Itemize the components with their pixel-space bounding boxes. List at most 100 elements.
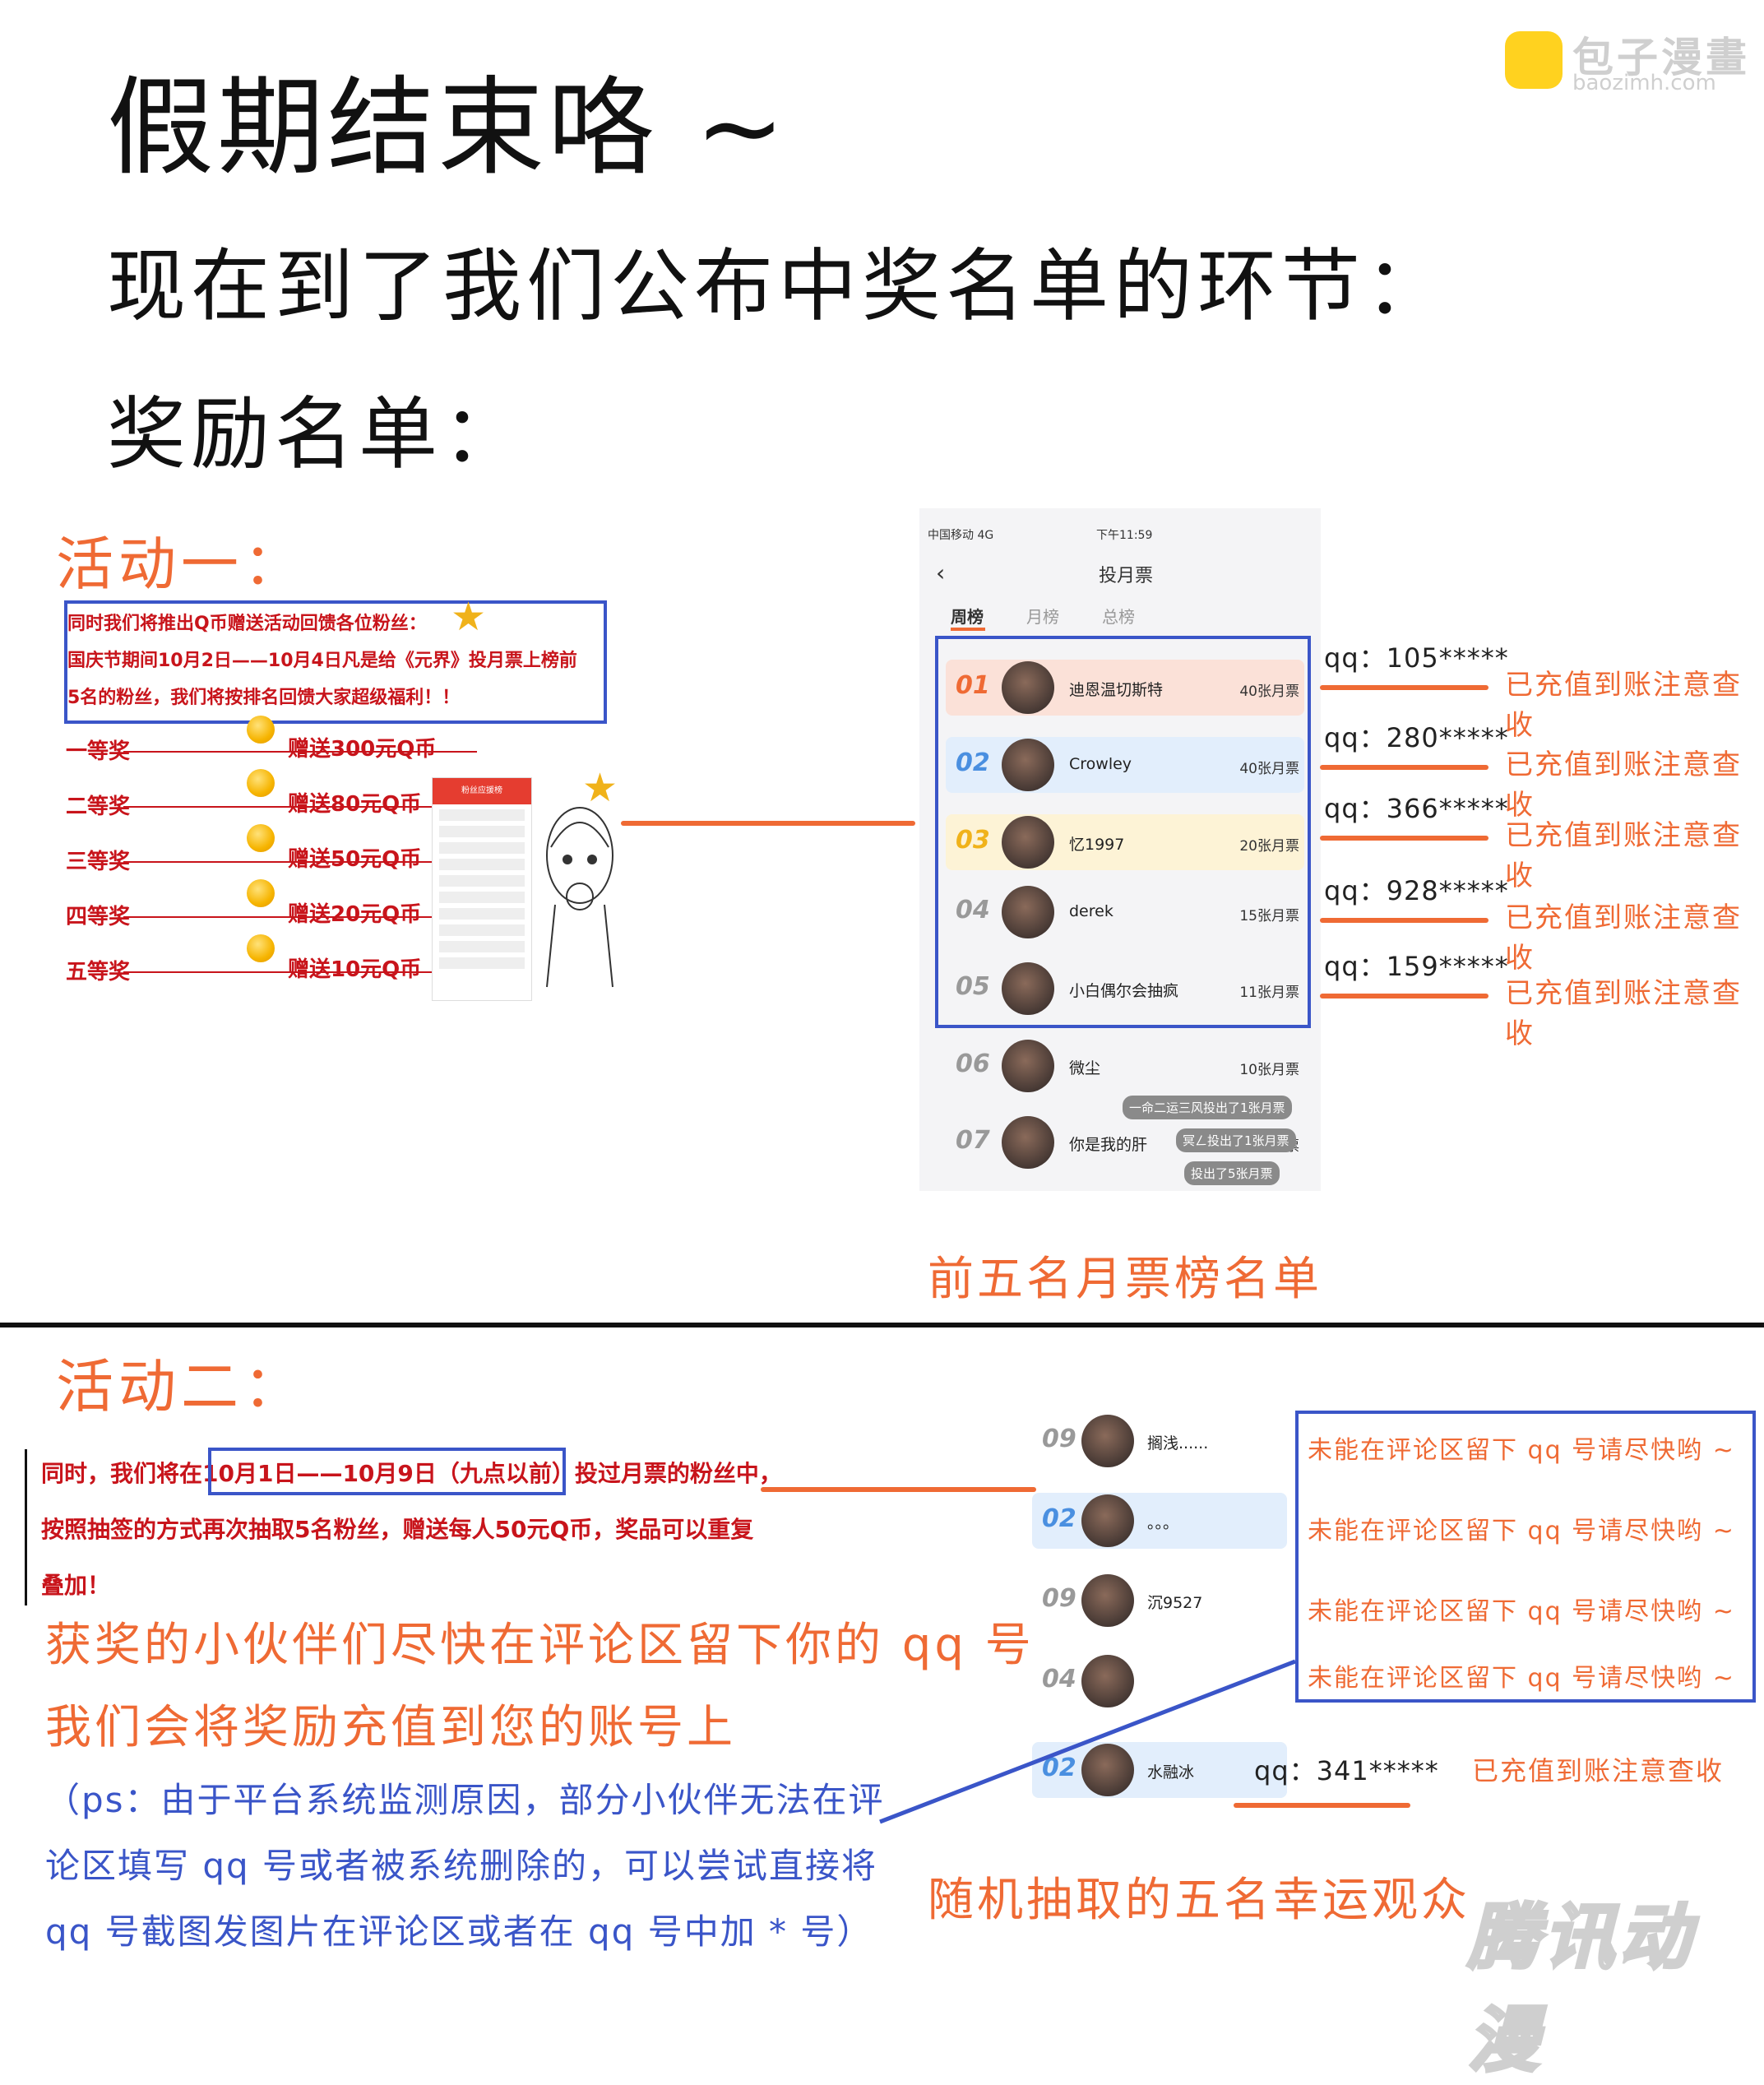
rank-tickets: 11张月票 (1239, 985, 1299, 1001)
tab-week[interactable]: 周榜 (951, 607, 984, 627)
lottery-row[interactable]: 04 (1032, 1653, 1287, 1709)
carrier: 中国移动 4G (928, 529, 994, 542)
logo-name: 包子漫畫 (1572, 34, 1750, 81)
prize-row: 四等奖 (66, 900, 477, 933)
logo-site: baozimh.com (1572, 71, 1716, 95)
heading-line3: 奖励名单： (107, 388, 526, 480)
rank-tickets: 10张月票 (1239, 1062, 1299, 1078)
avatar (1002, 962, 1054, 1015)
rank-name: 水融冰 (1147, 1763, 1195, 1782)
underline (1320, 918, 1489, 923)
prize-rank: 一等奖 (66, 739, 131, 764)
underline (1234, 1803, 1410, 1808)
rank-name: 迪恩温切斯特 (1069, 681, 1164, 699)
rank-row[interactable]: 05 小白偶尔会抽疯 11张月票 (946, 961, 1304, 1017)
pending-box (1295, 1411, 1756, 1703)
avatar (1002, 739, 1054, 791)
ps-line: （ps：由于平台系统监测原因，部分小伙伴无法在评 (45, 1780, 885, 1820)
rank-name: 你是我的肝 (1069, 1136, 1148, 1154)
lottery-row[interactable]: 09 沉9527 (1032, 1573, 1287, 1629)
rank-row[interactable]: 04 derek 15张月票 (946, 884, 1304, 940)
watermark: 腾讯动漫 (1466, 1895, 1695, 2083)
activity2-red-line: 同时，我们将在10月1日——10月9日（九点以前）投过月票的粉丝中， (41, 1460, 782, 1487)
rank-name: 小白偶尔会抽疯 (1069, 982, 1179, 1000)
winner-note: 已充值到账注意查收 (1505, 901, 1742, 975)
star-icon: ★ (582, 765, 618, 811)
avatar (1081, 1494, 1134, 1547)
activity1-intro-line: 国庆节期间10月2日——10月4日凡是给《元界》投月票上榜前 (67, 651, 577, 671)
underline (1320, 765, 1489, 770)
prize-rank: 四等奖 (66, 905, 131, 929)
rank-number: 09 (1042, 1584, 1076, 1613)
prize-row: 三等奖 (66, 845, 477, 878)
prize-row: 五等奖 (66, 955, 477, 988)
avatar (1081, 1655, 1134, 1707)
pending-note: 未能在评论区留下 qq 号请尽快哟 ~ (1308, 1436, 1735, 1465)
ps-line: 论区填写 qq 号或者被系统删除的，可以尝试直接将 (45, 1846, 878, 1886)
vote-toast: 一命二运三风投出了1张月票 (1123, 1096, 1292, 1119)
avatar (1081, 1415, 1134, 1467)
rank-number: 06 (956, 1049, 990, 1078)
activity2-red-line: 按照抽签的方式再次抽取5名粉丝，赠送每人50元Q币，奖品可以重复 (41, 1516, 754, 1543)
ps-line: qq 号截图发图片在评论区或者在 qq 号中加 * 号） (45, 1911, 873, 1952)
winner-qq: qq：159***** (1324, 951, 1509, 982)
avatar (1002, 1116, 1054, 1169)
rank-number: 05 (956, 972, 990, 1001)
rank-number: 04 (956, 896, 990, 924)
status-time: 下午11:59 (1096, 529, 1153, 542)
prize-row: 二等奖 (66, 790, 477, 822)
pending-note: 未能在评论区留下 qq 号请尽快哟 ~ (1308, 1664, 1735, 1693)
tab-month[interactable]: 月榜 (1026, 607, 1059, 627)
rank-name: 微尘 (1069, 1059, 1101, 1077)
rank-row[interactable]: 06 微尘 10张月票 (946, 1038, 1304, 1094)
winner-qq: qq：105***** (1324, 642, 1509, 674)
rank-number: 02 (956, 748, 990, 777)
rank-tickets: 15张月票 (1239, 908, 1299, 924)
top5-highlight-box (935, 636, 1311, 1028)
avatar (1002, 1040, 1054, 1092)
vote-toast: 冥ㄥ投出了1张月票 (1176, 1128, 1296, 1152)
prize-gift: 赠送80元Q币 (288, 792, 422, 817)
date-highlight-box (208, 1448, 566, 1495)
rank-name: derek (1069, 902, 1113, 920)
coin-icon (247, 934, 275, 962)
prize-rank: 五等奖 (66, 960, 131, 985)
activity2-orange-line: 我们会将奖励充值到您的账号上 (45, 1701, 736, 1754)
winner-note: 已充值到账注意查收 (1472, 1755, 1725, 1786)
rank-name: Crowley (1069, 755, 1132, 773)
section-divider (0, 1323, 1764, 1327)
winner-qq: qq：341***** (1254, 1755, 1439, 1786)
quote-bar (25, 1449, 27, 1605)
winner-qq: qq：280***** (1324, 722, 1509, 753)
activity1-intro-line: 5名的粉丝，我们将按排名回馈大家超级福利！！ (67, 688, 461, 708)
rank-tickets: 40张月票 (1239, 683, 1299, 700)
lottery-row[interactable]: 02。。。 (1032, 1493, 1287, 1549)
rank-number: 02 (1042, 1504, 1076, 1533)
winner-note: 已充值到账注意查收 (1505, 977, 1742, 1050)
avatar (1002, 816, 1054, 869)
caption-top5: 前五名月票榜名单 (928, 1253, 1322, 1306)
caption-lucky5: 随机抽取的五名幸运观众 (928, 1874, 1470, 1927)
star-icon: ★ (451, 594, 487, 640)
heading-line2: 现在到了我们公布中奖名单的环节： (107, 240, 1449, 332)
coin-icon (247, 716, 275, 744)
rank-name: 沉9527 (1147, 1594, 1203, 1612)
mini-title: 粉丝应援榜 (433, 778, 531, 804)
winner-qq: qq：928***** (1324, 875, 1509, 906)
tab-total[interactable]: 总榜 (1102, 607, 1135, 627)
logo-icon (1505, 31, 1563, 89)
activity1-intro-line: 同时我们将推出Q币赠送活动回馈各位粉丝： (67, 614, 427, 634)
activity2-title: 活动二： (56, 1353, 306, 1420)
coin-icon (247, 879, 275, 907)
rank-number: 03 (956, 826, 990, 855)
tab-indicator (951, 628, 985, 631)
back-icon[interactable]: ‹ (936, 559, 946, 586)
activity2-orange-line: 获奖的小伙伴们尽快在评论区留下你的 qq 号 (45, 1619, 1035, 1672)
coin-icon (247, 824, 275, 852)
pending-note: 未能在评论区留下 qq 号请尽快哟 ~ (1308, 1517, 1735, 1545)
